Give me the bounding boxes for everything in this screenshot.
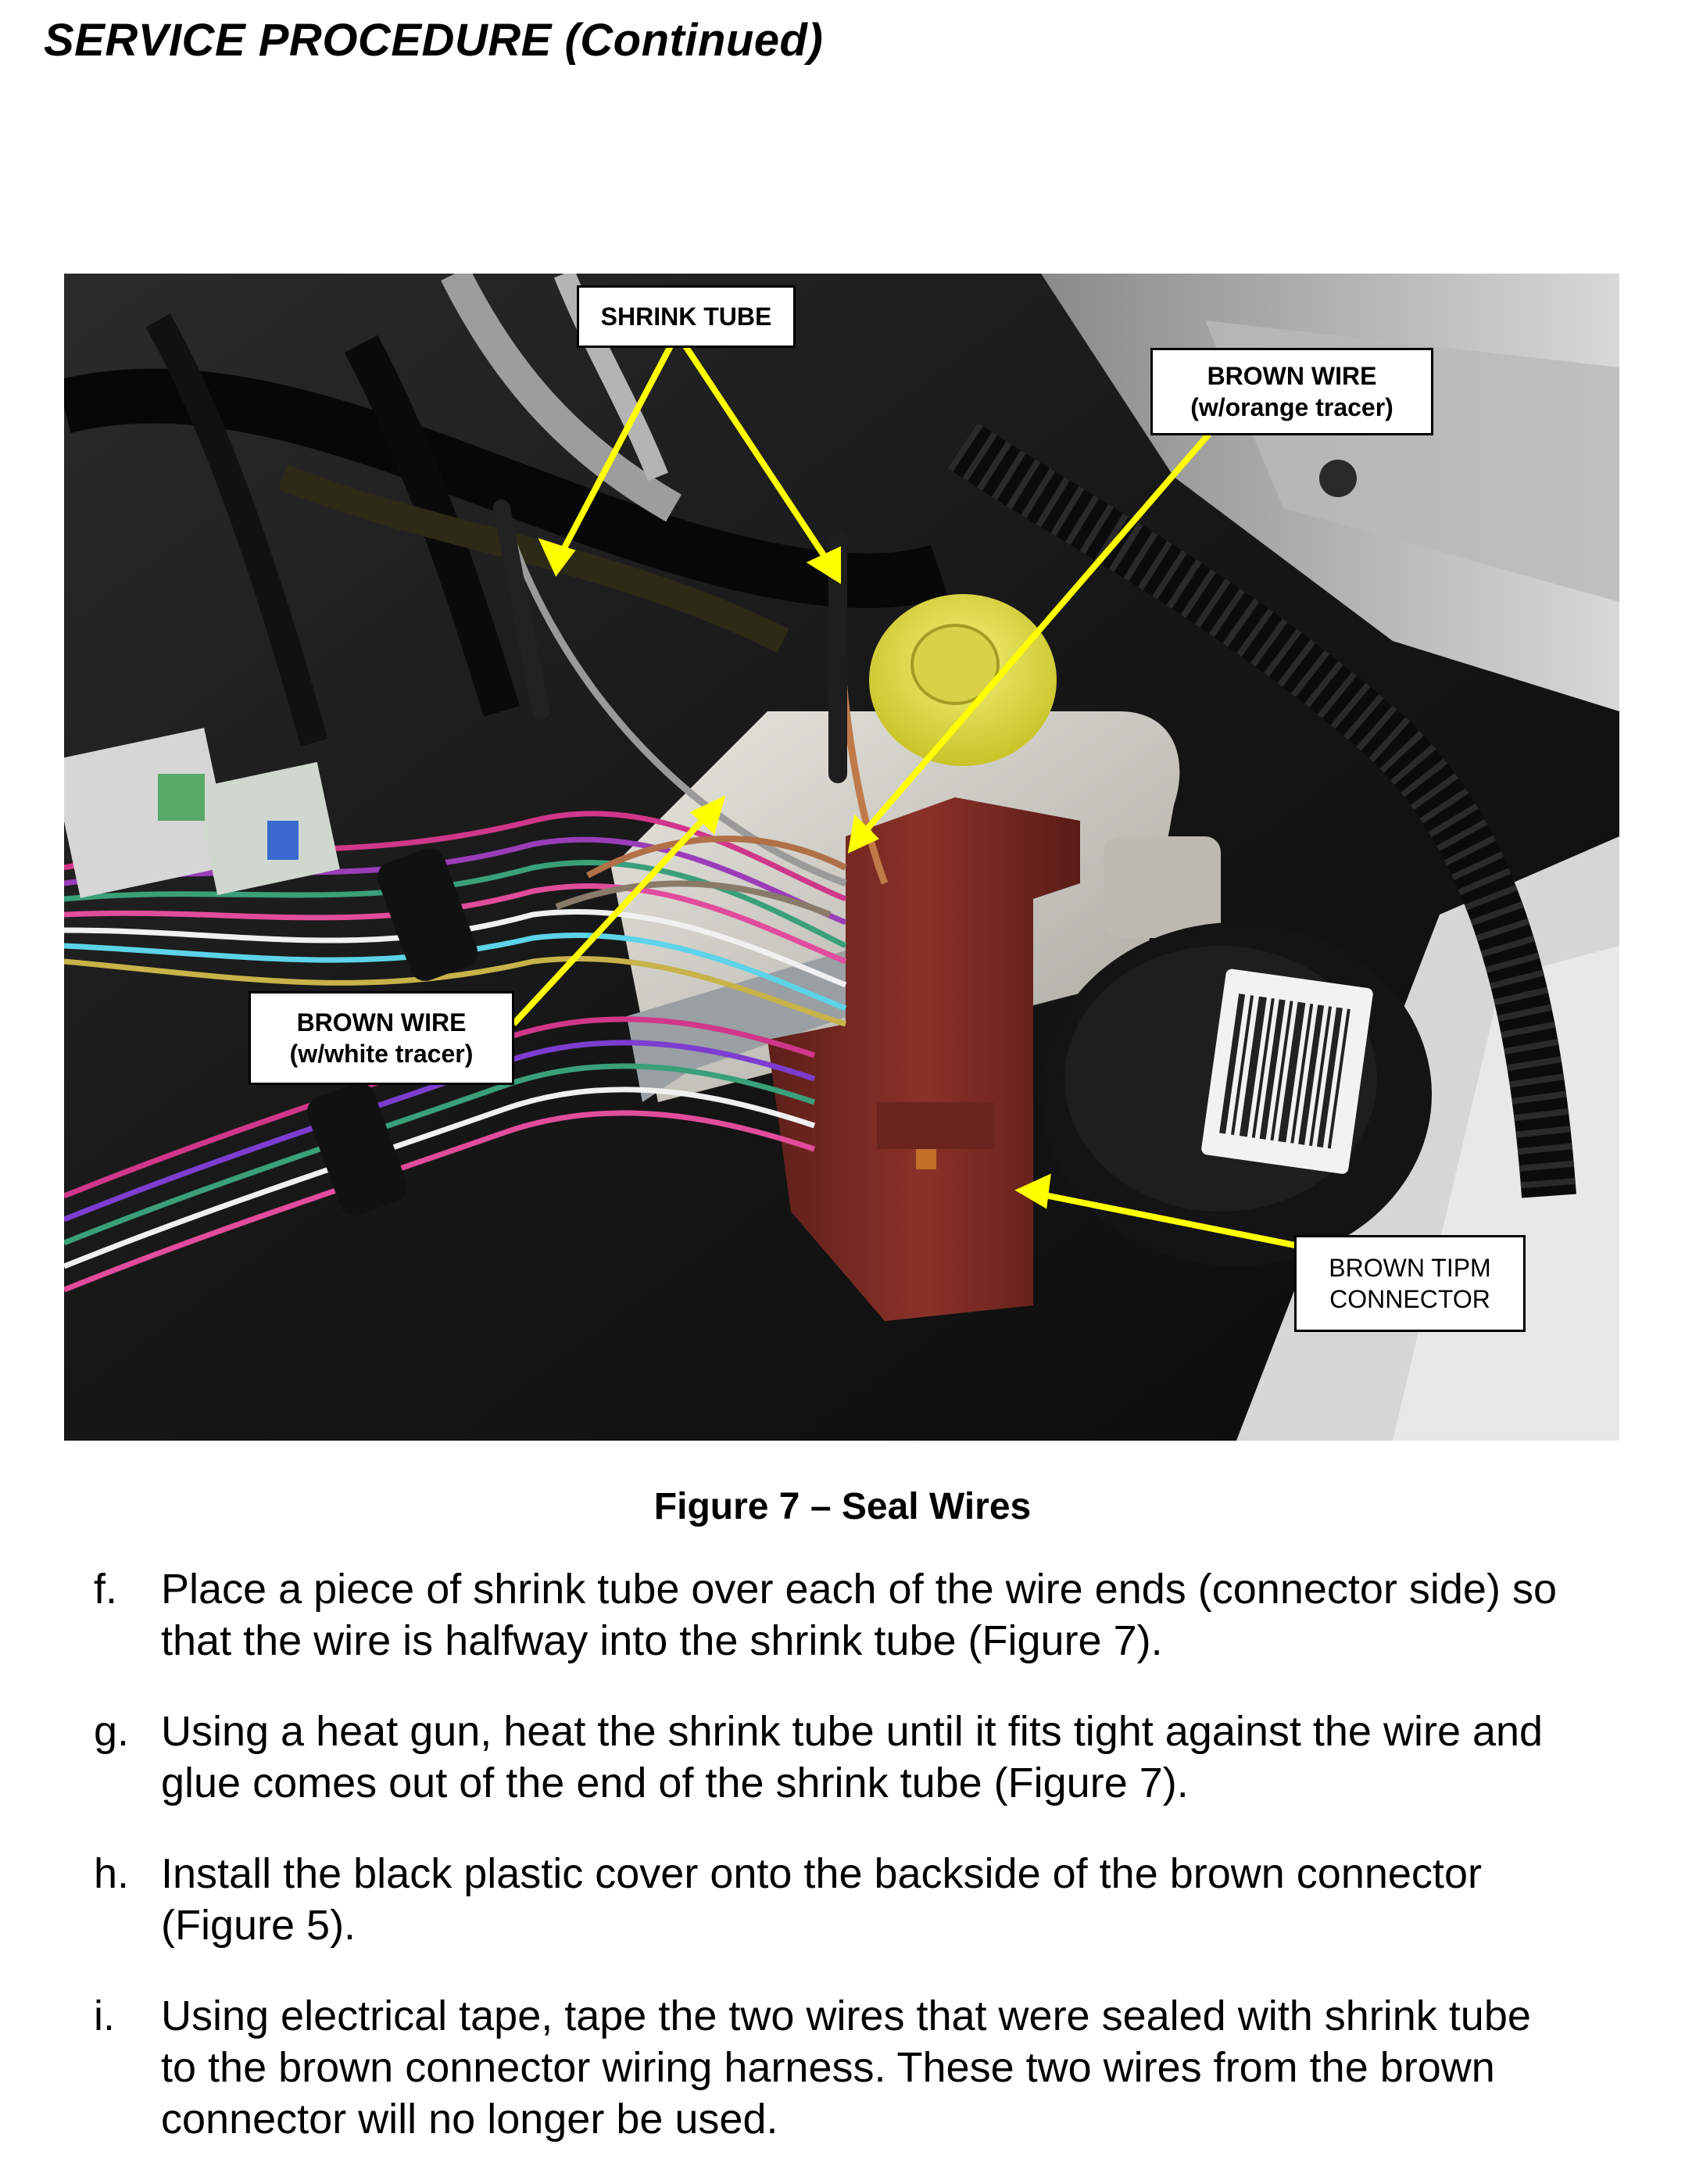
wire-harness [64,811,847,1293]
callout-brown-tipm-connector: BROWN TIPM CONNECTOR [1294,1235,1526,1332]
step-text-line: to the brown connector wiring harness. T… [161,2044,1495,2091]
arrow-brown-tipm [1029,1189,1304,1250]
arrow-brown-wire-orange [854,431,1212,843]
callout-brown-wire-orange: BROWN WIRE (w/orange tracer) [1150,348,1433,435]
callout-shrink-tube: SHRINK TUBE [577,285,796,348]
panel-bolt [1319,460,1357,497]
silver-pipe [441,274,682,522]
callout-brown-wire-orange-line1: BROWN WIRE [1207,362,1377,390]
step-marker: h. [94,1850,130,1897]
callout-shrink-tube-line1: SHRINK TUBE [600,303,772,331]
step-text-line: glue comes out of the end of the shrink … [161,1760,1189,1806]
step-h: h. Install the black plastic cover onto … [94,1848,1672,1951]
step-text-line: Using a heat gun, heat the shrink tube u… [161,1708,1544,1755]
arrow-brown-wire-white [511,807,715,1026]
step-f: f. Place a piece of shrink tube over eac… [94,1563,1672,1667]
engine-bay-illustration [64,274,1619,1441]
step-marker: g. [94,1708,130,1755]
callout-brown-wire-white: BROWN WIRE (w/white tracer) [249,991,514,1085]
procedure-steps: f. Place a piece of shrink tube over eac… [94,1563,1672,2184]
step-text-line: Place a piece of shrink tube over each o… [161,1566,1557,1613]
callout-brown-tipm-line2: CONNECTOR [1329,1285,1490,1313]
step-text-line: (Figure 5). [161,1902,356,1949]
step-marker: f. [94,1566,118,1613]
arrow-shrink-tube-right [678,338,837,573]
brown-tipm-connector [767,797,1080,1321]
step-text-line: connector will no longer be used. [161,2096,778,2143]
step-text-line: Using electrical tape, tape the two wire… [161,1992,1531,2039]
step-i: i. Using electrical tape, tape the two w… [94,1990,1672,2145]
callout-brown-tipm-line1: BROWN TIPM [1329,1254,1491,1282]
barcode-label [1201,968,1373,1174]
step-text-line: Install the black plastic cover onto the… [161,1850,1482,1897]
callout-brown-wire-white-line1: BROWN WIRE [296,1008,467,1037]
callout-arrows [511,338,1304,1250]
arrow-shrink-tube-left [553,338,677,564]
callout-brown-wire-white-line2: (w/white tracer) [289,1040,474,1068]
callout-brown-wire-orange-line2: (w/orange tracer) [1190,393,1393,421]
shrink-tube-left [493,499,549,720]
figure-7-photo: SHRINK TUBE BROWN WIRE (w/orange tracer)… [64,274,1619,1441]
harness-connector [64,728,234,898]
figure-caption: Figure 7 – Seal Wires [653,1486,1032,1527]
step-g: g. Using a heat gun, heat the shrink tub… [94,1706,1672,1809]
page-heading: SERVICE PROCEDURE (Continued) [44,15,824,66]
step-text-line: that the wire is halfway into the shrink… [161,1617,1163,1664]
corrugated-loom [947,422,1576,1198]
step-marker: i. [94,1992,115,2039]
